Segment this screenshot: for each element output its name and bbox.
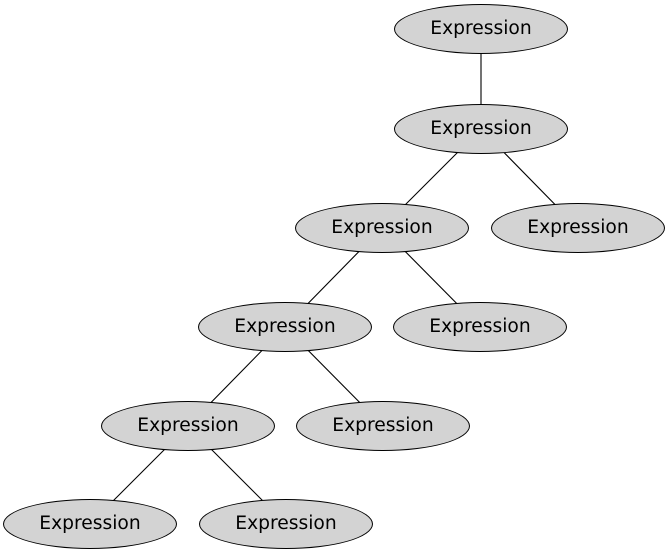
node-label: Expression — [137, 414, 239, 436]
node-label: Expression — [430, 117, 532, 139]
node-label: Expression — [39, 512, 141, 534]
tree-node: Expression — [3, 499, 177, 549]
tree-node: Expression — [394, 104, 568, 154]
tree-node: Expression — [491, 203, 665, 253]
tree-node: Expression — [295, 203, 469, 253]
tree-node: Expression — [198, 302, 372, 352]
node-label: Expression — [234, 315, 336, 337]
node-label: Expression — [332, 414, 434, 436]
tree-node-root: Expression — [394, 4, 568, 54]
tree-node: Expression — [199, 499, 373, 549]
tree-node: Expression — [101, 401, 275, 451]
node-label: Expression — [331, 216, 433, 238]
node-label: Expression — [429, 315, 531, 337]
tree-node: Expression — [296, 401, 470, 451]
node-label: Expression — [430, 17, 532, 39]
tree-node: Expression — [393, 302, 567, 352]
node-label: Expression — [235, 512, 337, 534]
node-label: Expression — [527, 216, 629, 238]
